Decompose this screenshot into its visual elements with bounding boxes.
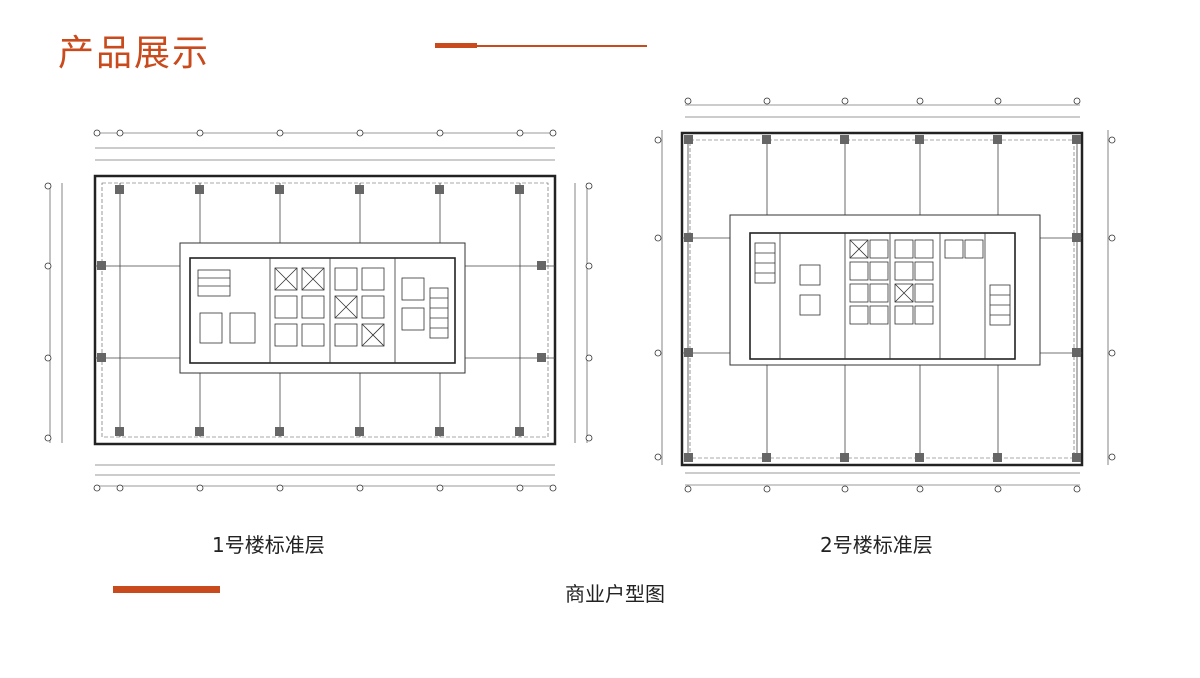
page-subtitle: 商业户型图 (565, 582, 665, 606)
title-accent-bar (435, 43, 477, 48)
floor-plan-building-1 (44, 129, 593, 492)
footer-accent-bar (113, 586, 220, 593)
plan-caption-building-1: 1号楼标准层 (212, 533, 325, 557)
page-title: 产品展示 (58, 33, 211, 74)
title-accent-line (477, 45, 647, 47)
floor-plan-building-2 (654, 97, 1116, 493)
plan-caption-building-2: 2号楼标准层 (820, 533, 933, 557)
